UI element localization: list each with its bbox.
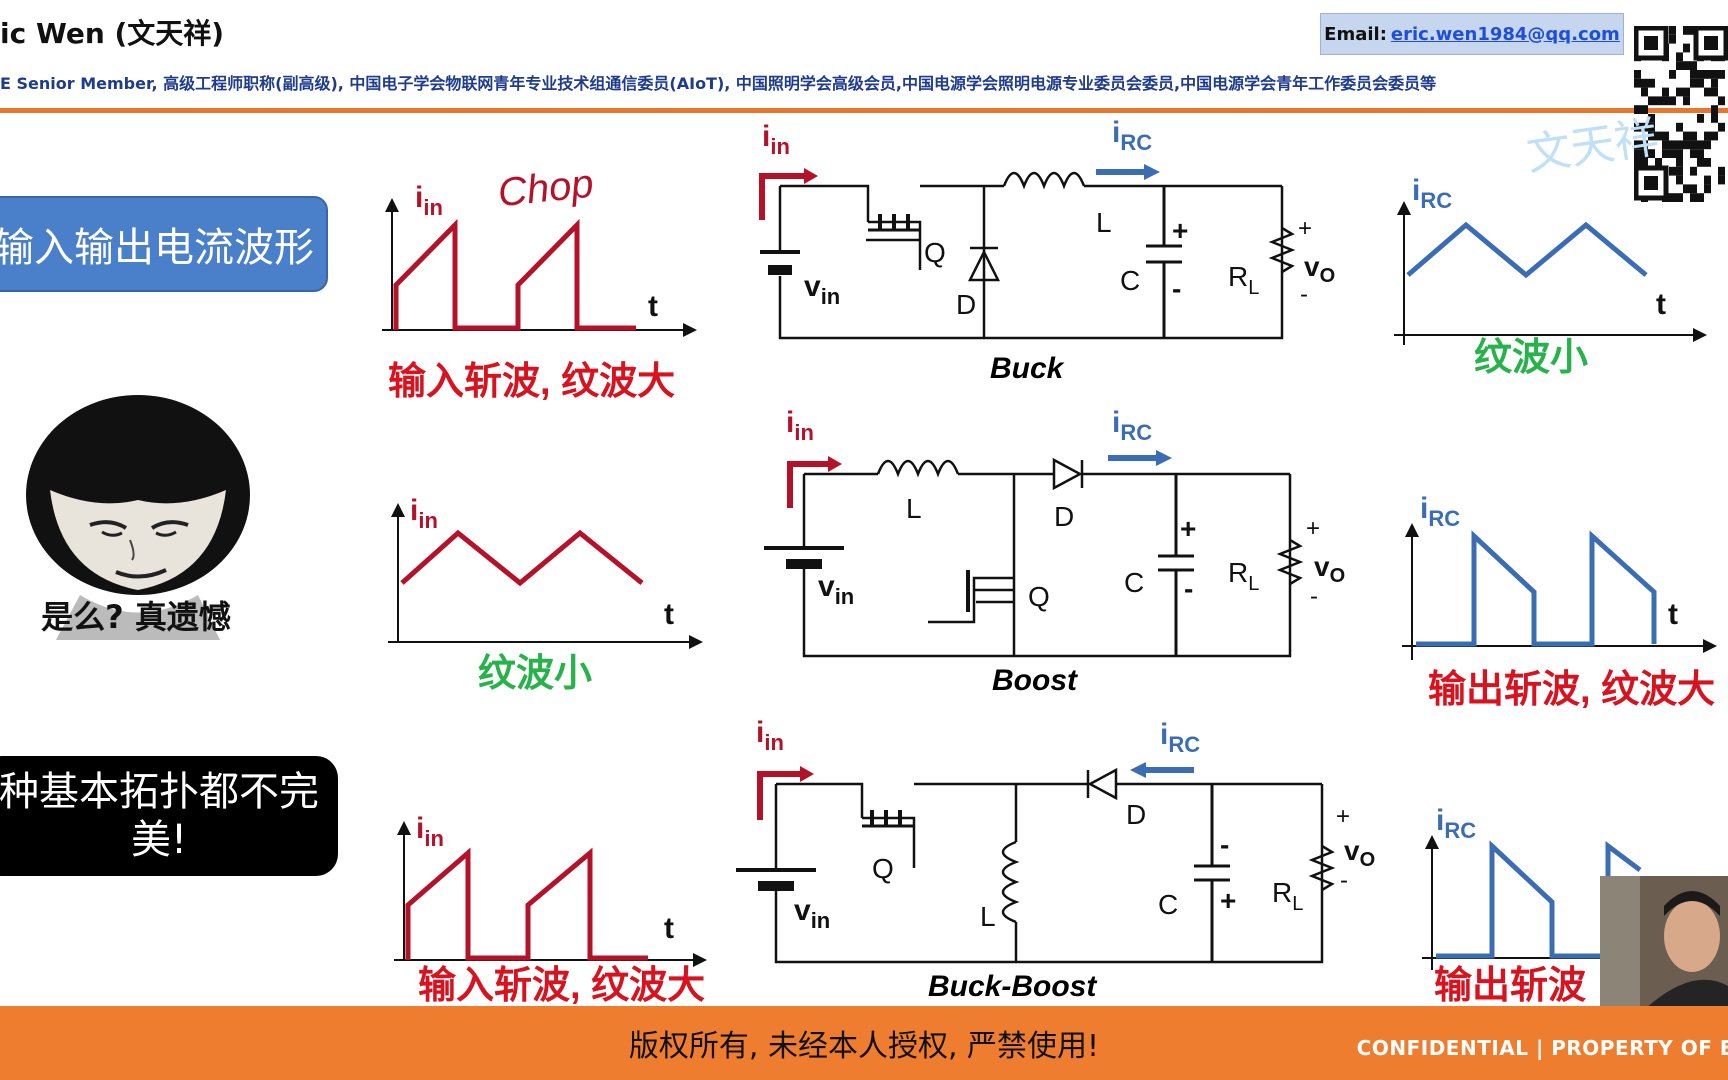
footer-bar xyxy=(0,1006,1728,1080)
boost-input-current-label: iin xyxy=(410,494,438,533)
buckboost-vin-label: vin xyxy=(794,894,830,933)
boost-output-caption: 输出斩波, 纹波大 xyxy=(1428,669,1715,711)
boost-input-waveform: iin t xyxy=(388,494,703,649)
buckboost-iin-label: iin xyxy=(756,716,784,755)
buckboost-load-label: RL xyxy=(1272,877,1303,915)
buck-load-label: RL xyxy=(1228,261,1259,299)
slide-title-callout: 输入输出电流波形 xyxy=(0,196,328,292)
converter-diagram: iin t Chop 输入斩波, 纹波大 iin t 纹波小 iin t 输入斩… xyxy=(382,116,1717,1006)
buckboost-input-current-label: iin xyxy=(416,812,444,851)
buck-iin-arrow xyxy=(759,173,808,220)
buck-switch-label: Q xyxy=(924,237,946,268)
buck-cap-minus: - xyxy=(1172,273,1181,304)
buckboost-irc-label: iRC xyxy=(1160,718,1200,757)
webcam-overlay xyxy=(1600,876,1728,1010)
buck-name: Buck xyxy=(990,352,1065,385)
boost-switch-label: Q xyxy=(1028,581,1050,612)
boost-vo-minus: - xyxy=(1310,583,1318,610)
buckboost-switch-label: Q xyxy=(872,853,894,884)
boost-load-label: RL xyxy=(1228,557,1259,595)
buckboost-vo-plus: + xyxy=(1336,803,1350,830)
buckboost-name: Buck-Boost xyxy=(928,970,1098,1003)
buck-input-axis-label: t xyxy=(648,290,658,323)
boost-cap-plus: + xyxy=(1180,513,1196,544)
buck-vin-label: vin xyxy=(804,270,840,309)
boost-output-current-label: iRC xyxy=(1420,492,1460,531)
footer-confidential: CONFIDENTIAL | PROPERTY OF E xyxy=(1356,1036,1728,1060)
buck-input-current-label: iin xyxy=(415,181,443,220)
buckboost-output-current-label: iRC xyxy=(1436,804,1476,843)
meme-caption: 是么? 真遗憾 xyxy=(41,598,231,636)
boost-diode-label: D xyxy=(1054,501,1074,532)
boost-vo-label: vO xyxy=(1314,551,1345,587)
buckboost-circuit xyxy=(736,767,1336,964)
boost-input-caption: 纹波小 xyxy=(478,653,592,695)
buckboost-iin-arrow xyxy=(757,771,804,820)
presenter-name: ic Wen (文天祥) xyxy=(0,17,225,50)
buck-irc-label: iRC xyxy=(1112,116,1152,155)
header-divider xyxy=(0,108,1728,113)
buckboost-cap-minus: - xyxy=(1220,829,1229,860)
boost-output-waveform: iRC t xyxy=(1402,492,1717,660)
buck-circuit xyxy=(760,171,1296,340)
presenter-credentials: E Senior Member, 高级工程师职称(副高级), 中国电子学会物联网… xyxy=(0,74,1437,93)
buck-vo-label: vO xyxy=(1304,251,1335,287)
boost-name: Boost xyxy=(992,664,1079,697)
boost-circuit xyxy=(764,457,1304,658)
buck-output-caption: 纹波小 xyxy=(1474,337,1588,379)
boost-inductor-label: L xyxy=(906,493,922,524)
buckboost-input-axis-label: t xyxy=(664,912,674,945)
buckboost-vo-minus: - xyxy=(1340,867,1348,894)
buck-input-caption: 输入斩波, 纹波大 xyxy=(388,361,675,403)
boost-input-axis-label: t xyxy=(664,598,674,631)
conclusion-line-2: 美! xyxy=(130,817,188,863)
boost-irc-label: iRC xyxy=(1112,406,1152,445)
boost-cap-label: C xyxy=(1124,567,1144,598)
buckboost-input-caption: 输入斩波, 纹波大 xyxy=(418,965,705,1006)
boost-vin-label: vin xyxy=(818,570,854,609)
buckboost-diode-label: D xyxy=(1126,799,1146,830)
buck-cap-label: C xyxy=(1120,265,1140,296)
buckboost-input-waveform: iin t xyxy=(394,812,707,967)
buck-input-waveform: iin t Chop xyxy=(382,162,697,337)
buckboost-cap-plus: + xyxy=(1220,885,1236,916)
buck-output-waveform: iRC t xyxy=(1394,174,1707,345)
conclusion-line-1: 种基本拓扑都不完 xyxy=(0,769,319,815)
buckboost-output-caption: 输出斩波 xyxy=(1434,965,1586,1006)
boost-iin-arrow xyxy=(787,461,832,508)
buck-output-current-label: iRC xyxy=(1412,174,1452,213)
boost-cap-minus: - xyxy=(1184,573,1193,604)
conclusion-callout: 种基本拓扑都不完 美! xyxy=(0,756,338,876)
buck-vo-minus: - xyxy=(1300,281,1308,308)
buck-inductor-label: L xyxy=(1096,207,1112,238)
buck-vo-plus: + xyxy=(1298,215,1312,242)
buckboost-vo-label: vO xyxy=(1344,835,1375,871)
buck-diode-label: D xyxy=(956,289,976,320)
buck-iin-label: iin xyxy=(762,120,790,159)
buckboost-inductor-label: L xyxy=(980,901,996,932)
email-label: Email: xyxy=(1324,23,1387,45)
boost-output-axis-label: t xyxy=(1668,598,1678,631)
buckboost-cap-label: C xyxy=(1158,889,1178,920)
email-box: Email: eric.wen1984@qq.com xyxy=(1320,13,1624,55)
boost-vo-plus: + xyxy=(1306,515,1320,542)
buckboost-output-waveform: iRC xyxy=(1422,804,1642,970)
meme-face-icon xyxy=(26,395,250,640)
qr-code-icon xyxy=(1634,26,1728,202)
footer-copyright: 版权所有, 未经本人授权, 严禁使用! xyxy=(628,1029,1100,1064)
email-link[interactable]: eric.wen1984@qq.com xyxy=(1390,23,1620,45)
buck-output-axis-label: t xyxy=(1656,288,1666,321)
boost-iin-label: iin xyxy=(786,406,814,445)
buck-cap-plus: + xyxy=(1172,215,1188,246)
handwritten-annotation: Chop xyxy=(496,162,596,216)
